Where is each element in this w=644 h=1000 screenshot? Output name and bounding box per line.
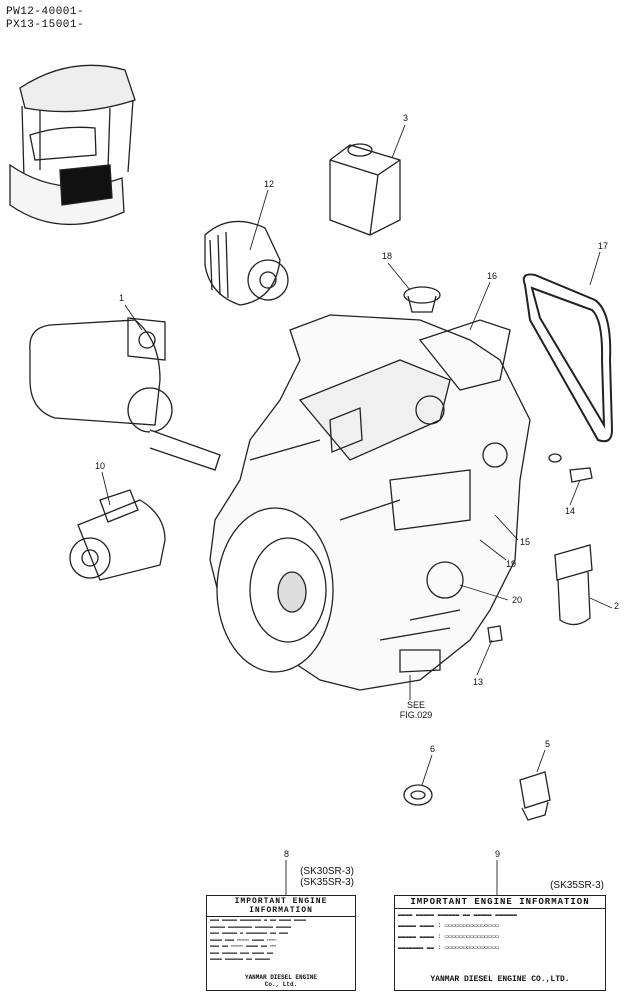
plate9-model: (SK35SR-3) [550, 880, 604, 891]
muffler [29, 317, 221, 471]
serial-range-1: PW12-40001- [6, 6, 85, 18]
callout-8: 8 [284, 849, 290, 859]
leader-lines [101, 124, 613, 895]
engine-assembly [209, 314, 531, 691]
plate9-title: IMPORTANT ENGINE INFORMATION [395, 896, 605, 909]
fuel-filter [554, 544, 593, 626]
machine-thumbnail [9, 64, 136, 226]
v-belt [522, 273, 614, 443]
see-figure: FIG.029 [399, 710, 433, 720]
callout-15: 15 [520, 537, 531, 547]
temperature-sensor [548, 453, 593, 483]
callout-14: 14 [565, 506, 576, 516]
callout-3: 3 [403, 113, 409, 123]
solenoid [519, 771, 551, 821]
serial-range-2: PX13-15001- [6, 19, 85, 31]
see-text: SEE [406, 700, 425, 710]
starter-motor [69, 489, 166, 581]
callout-9: 9 [495, 849, 501, 859]
callout-12: 12 [264, 179, 275, 189]
see-reference: SEE FIG.029 [396, 700, 436, 720]
plate9-footer: YANMAR DIESEL ENGINE CO.,LTD. [430, 975, 570, 984]
alternator [204, 220, 289, 306]
callout-20: 20 [512, 595, 523, 605]
callout-1: 1 [119, 293, 125, 303]
callout-19: 19 [506, 559, 517, 569]
engine-info-plate-8: IMPORTANT ENGINE INFORMATION ▬▬▬ ▬▬▬▬▬ ▬… [206, 895, 356, 991]
callout-5: 5 [545, 739, 551, 749]
plate8-footer: YANMAR DIESEL ENGINE Co., Ltd. [207, 974, 355, 988]
callout-16: 16 [487, 271, 498, 281]
gasket [403, 784, 433, 806]
plate8-footer-2: Co., Ltd. [264, 981, 298, 988]
callout-6: 6 [430, 744, 436, 754]
engine-info-plate-9: IMPORTANT ENGINE INFORMATION ▬▬▬▬ ▬▬▬▬▬ … [394, 895, 606, 991]
thermostat [403, 286, 441, 313]
oil-pressure-switch [487, 625, 503, 643]
callout-18: 18 [382, 251, 393, 261]
callout-10: 10 [95, 461, 106, 471]
reserve-tank [329, 143, 401, 236]
plate8-model-1: (SK30SR-3) [300, 866, 354, 877]
callout-13: 13 [473, 677, 484, 687]
plate8-title: IMPORTANT ENGINE INFORMATION [207, 896, 355, 917]
callout-17: 17 [598, 241, 609, 251]
plate8-models: (SK30SR-3) (SK35SR-3) [280, 866, 354, 888]
plate8-model-2: (SK35SR-3) [300, 877, 354, 888]
plate8-footer-1: YANMAR DIESEL ENGINE [244, 974, 317, 981]
callout-2: 2 [614, 601, 620, 611]
